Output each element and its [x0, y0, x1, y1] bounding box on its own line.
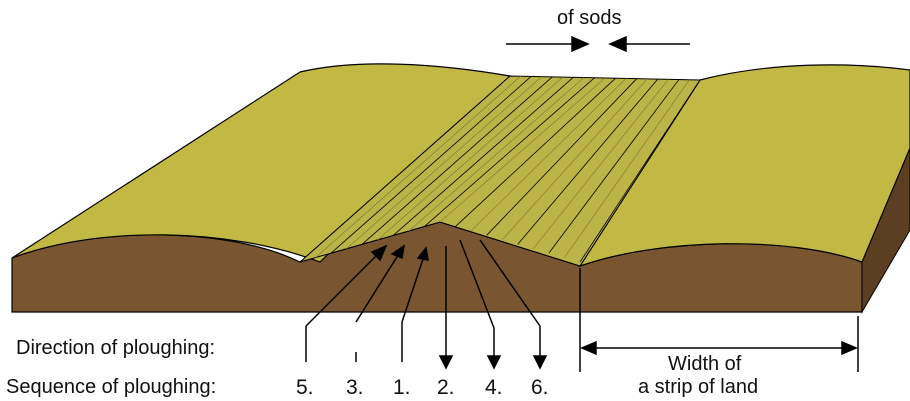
sods-label: of sods	[557, 8, 621, 28]
sequence-number: 4.	[485, 377, 503, 398]
direction-label: Direction of ploughing:	[16, 338, 215, 358]
sequence-number: 6.	[531, 377, 549, 398]
sods-arrows	[506, 37, 690, 51]
sequence-number: 5.	[296, 377, 314, 398]
width-label-line1: Width of	[668, 354, 741, 374]
sequence-number: 3.	[346, 377, 364, 398]
sequence-label: Sequence of ploughing:	[6, 377, 216, 397]
sequence-number: 1.	[393, 377, 411, 398]
width-label-line2: a strip of land	[638, 377, 758, 397]
sequence-number: 2.	[437, 377, 455, 398]
